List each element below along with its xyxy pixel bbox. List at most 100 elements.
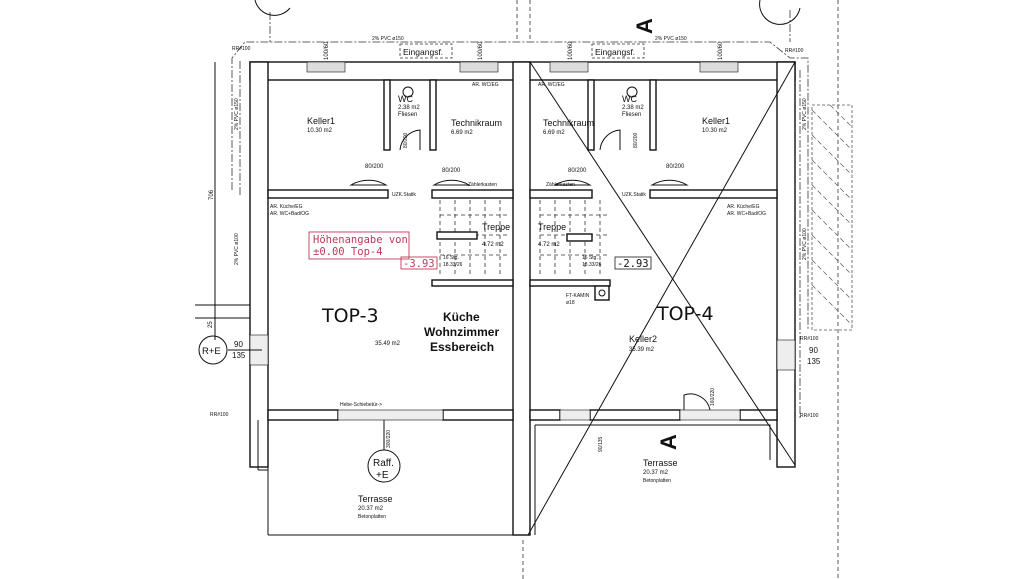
rr-label: RR#100 — [785, 48, 804, 54]
room-name: Keller2 — [629, 334, 657, 344]
drain-label: 2% PVC ø150 — [234, 98, 240, 130]
room-name: Treppe — [538, 222, 566, 232]
ar-label: AR. WC/EG — [472, 82, 499, 88]
rr-label: RR#100 — [800, 336, 819, 342]
room-area: 6.69 m2 — [451, 130, 473, 136]
room-floor: Fliesen — [398, 112, 417, 118]
room-area: 4.72 m2 — [538, 242, 560, 248]
rr-label: RR#100 — [800, 413, 819, 419]
window-dim: 135 — [232, 351, 246, 360]
ar-label: AR. Küche/EG — [727, 204, 760, 210]
drain-label: 2% PVC ø150 — [802, 98, 808, 130]
unit-label: TOP-3 — [321, 305, 379, 327]
uzk-label: UZK.Statik — [622, 192, 646, 198]
zaehler-label: Zählerkasten — [468, 182, 497, 188]
entrance-box — [399, 43, 453, 59]
room-name: Keller1 — [307, 116, 335, 126]
stairs-label: 18.33/26 — [443, 262, 463, 268]
zaehler-label: Zählerkasten — [546, 182, 575, 188]
room-area: 2.38 m2 — [398, 105, 420, 111]
door-dim: 80/200 — [442, 168, 461, 174]
room-name: Küche — [443, 310, 480, 324]
kamin-label: FT-KAMIN — [566, 293, 590, 299]
room-area: 10.30 m2 — [307, 128, 333, 134]
room-area: 6.69 m2 — [543, 130, 565, 136]
sliding-door-label: Hebe-Schiebetür-> — [340, 402, 382, 408]
uzk-label: UZK.Statik — [392, 192, 416, 198]
rr-label: RR#100 — [232, 46, 251, 52]
door-dim: 80/200 — [568, 168, 587, 174]
door-dim: 80/200 — [403, 132, 409, 148]
raff-label: Raff. — [373, 458, 394, 469]
room-name: Terrasse — [643, 458, 678, 468]
door-dim: 80/200 — [633, 132, 639, 148]
re-label: R+E — [202, 346, 221, 357]
toilet-icon — [402, 86, 414, 98]
window-dim: 90/135 — [598, 436, 604, 452]
room-area: 2.38 m2 — [622, 105, 644, 111]
room-area: 20.37 m2 — [643, 470, 669, 476]
drain-lines — [231, 0, 839, 579]
re-symbol — [195, 43, 652, 483]
door-dim: 80/200 — [365, 164, 384, 170]
entrance-label: Eingangsf. — [403, 47, 443, 57]
drain-label: 2% PVC ø150 — [372, 36, 404, 42]
stairs-label: 16 Stg. — [443, 255, 459, 261]
entrance-box — [591, 43, 645, 59]
window-dim: 100/60 — [478, 41, 484, 60]
ar-label: AR. WC/EG — [538, 82, 565, 88]
window-dim: 100/60 — [718, 41, 724, 60]
dimension-label: 25 — [208, 321, 214, 328]
room-floor: Betonplatten — [358, 514, 386, 520]
unit-label: TOP-4 — [656, 303, 714, 325]
ar-label: AR. WC+Bad/OG — [727, 211, 766, 217]
room-name: Terrasse — [358, 494, 393, 504]
room-area: 4.72 m2 — [482, 242, 504, 248]
raff-label: +E — [376, 470, 389, 481]
room-name: Wohnzimmer — [424, 325, 499, 339]
stairs-label: 18.33/26 — [582, 262, 602, 268]
toilet-icon — [626, 86, 638, 98]
drain-label: 2% PVC ø150 — [655, 36, 687, 42]
hatched-area — [811, 104, 853, 331]
ar-label: AR. WC+Bad/OG — [270, 211, 309, 217]
room-area: 20.37 m2 — [358, 506, 384, 512]
dimension-label: 706 — [209, 189, 215, 200]
room-area: 35.49 m2 — [375, 341, 401, 347]
window-dim: 90 — [809, 346, 818, 355]
entrance-label: Eingangsf. — [595, 47, 635, 57]
door-dim: 300/220 — [386, 430, 392, 448]
room-area: 35.39 m2 — [629, 347, 655, 353]
height-value: -2.93 — [617, 258, 649, 270]
stairs-label: 16 Stg. — [582, 255, 598, 261]
rr-label: RR#100 — [210, 412, 229, 418]
window-dim: 100/60 — [324, 41, 330, 60]
drain-label: 2% PVC ø100 — [234, 233, 240, 265]
window-dim: 100/60 — [568, 41, 574, 60]
window-dim: 90 — [234, 340, 243, 349]
ar-label: AR. Küche/EG — [270, 204, 303, 210]
section-marker: A — [656, 434, 681, 450]
window-dim: 135 — [807, 357, 821, 366]
chimney-box — [594, 285, 610, 301]
height-note: Höhenangabe von — [313, 234, 408, 246]
height-note: ±0.00 Top-4 — [313, 246, 383, 258]
door-dim: 160/220 — [710, 388, 716, 406]
labels: 2% PVC ø150 2% PVC ø150 RR#100 RR#100 RR… — [202, 18, 821, 520]
doors — [349, 86, 711, 411]
kamin-label: ø18 — [566, 300, 575, 306]
room-name: WC — [622, 94, 637, 104]
room-name: Keller1 — [702, 116, 730, 126]
room-name: WC — [398, 94, 413, 104]
section-marker: A — [632, 18, 657, 34]
room-area: 10.30 m2 — [702, 128, 728, 134]
height-note-box — [308, 231, 410, 260]
room-floor: Betonplatten — [643, 478, 671, 484]
height-value: -3.93 — [403, 258, 435, 270]
room-name: Treppe — [482, 222, 510, 232]
drain-label: 2% PVC ø100 — [802, 228, 808, 260]
room-floor: Fliesen — [622, 112, 641, 118]
room-name: Essbereich — [430, 340, 494, 354]
room-name: Technikraum — [543, 118, 594, 128]
